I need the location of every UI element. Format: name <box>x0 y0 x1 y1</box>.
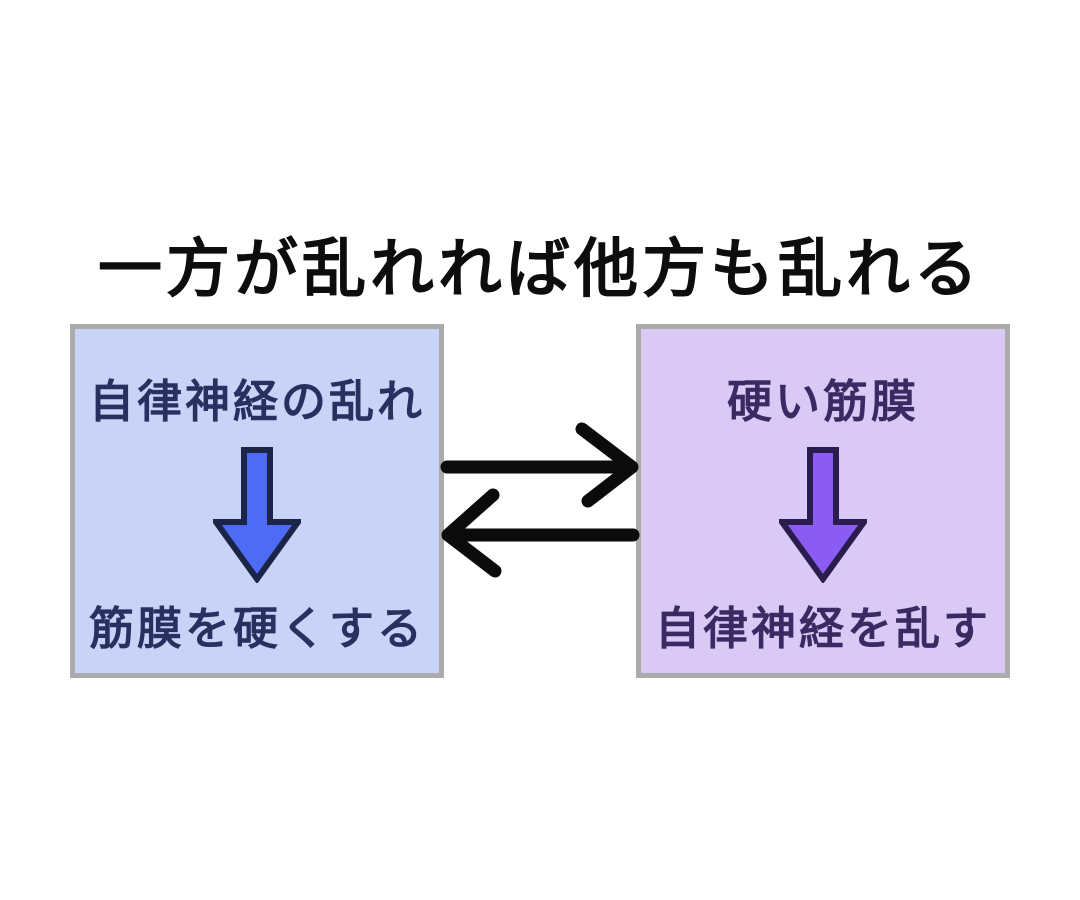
right-arrow-icon <box>440 422 639 508</box>
left-node-effect: 筋膜を硬くする <box>88 602 425 655</box>
right-node-cause: 硬い筋膜 <box>726 375 919 428</box>
right-node-effect: 自律神経を乱す <box>654 602 991 655</box>
left-arrow-icon <box>441 488 640 578</box>
left-node-cause: 自律神経の乱れ <box>88 375 425 428</box>
right-node: 硬い筋膜 自律神経を乱す <box>636 324 1010 678</box>
bidirectional-cycle-arrows <box>440 422 640 578</box>
diagram-title: 一方が乱れれば他方も乱れる <box>98 233 982 307</box>
left-node: 自律神経の乱れ 筋膜を硬くする <box>70 324 444 678</box>
purple-down-arrow-icon <box>779 447 867 583</box>
blue-down-arrow-icon <box>213 447 301 583</box>
